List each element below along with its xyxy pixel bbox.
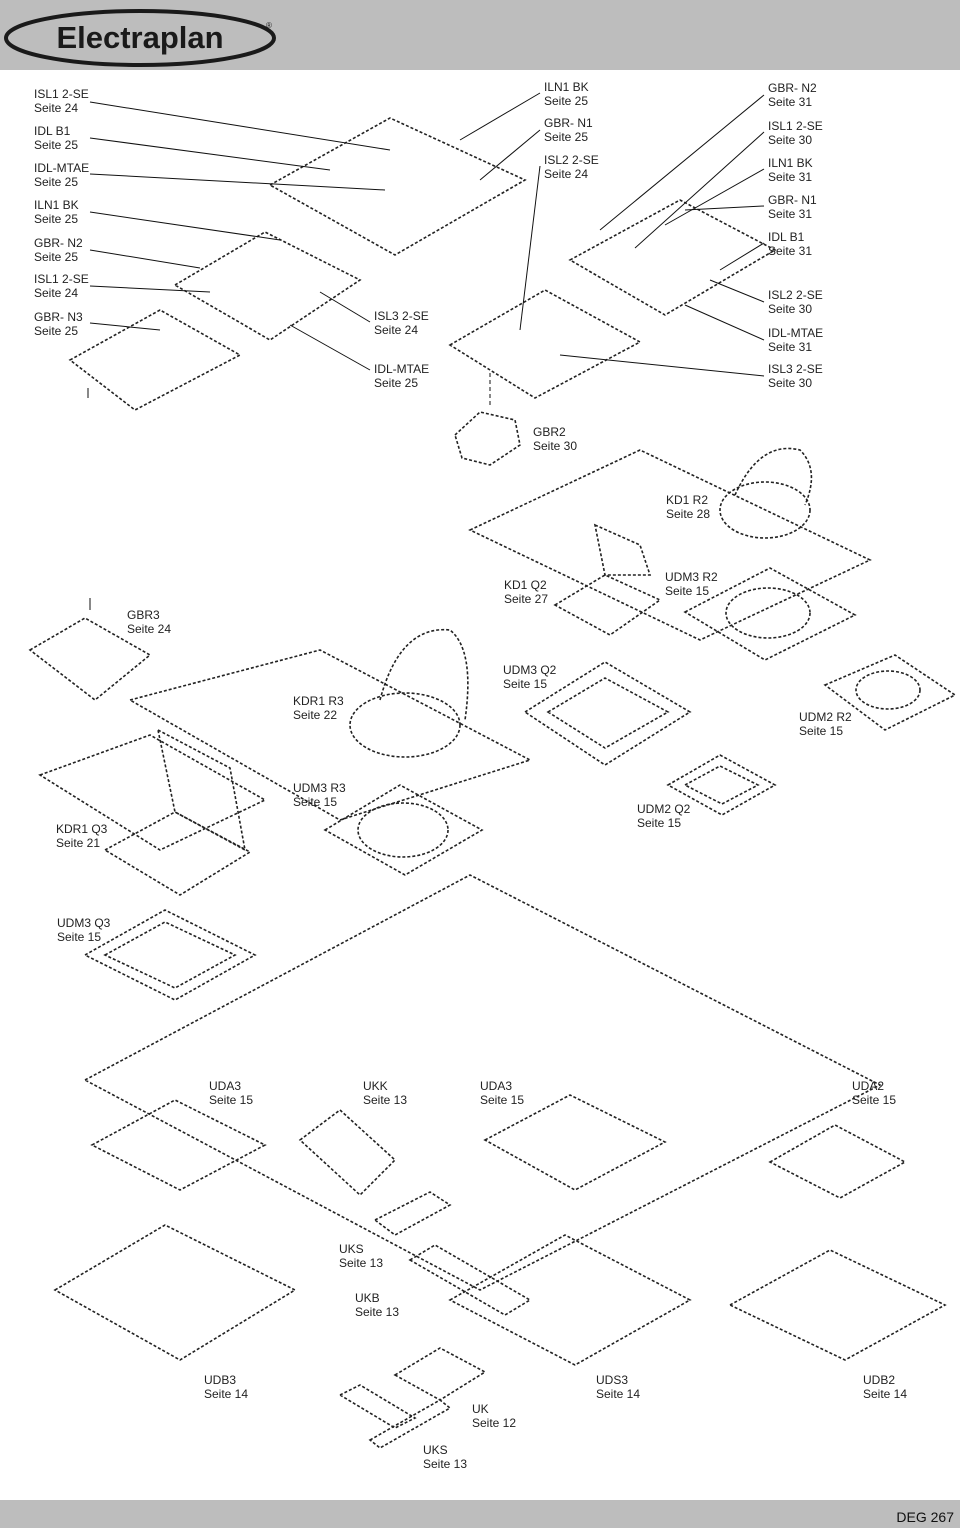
frame-large-middle: [127, 649, 533, 821]
udb2-box: [728, 1249, 947, 1361]
uks-upper: [373, 1191, 452, 1236]
udm3-q3-inner: [103, 921, 237, 989]
uds3-box: [448, 1234, 692, 1366]
brand-logo-text: Electraplan: [56, 20, 223, 55]
udm3-r3-frame: [323, 784, 484, 876]
frame-large-left: [38, 734, 267, 851]
uk-body: [393, 1347, 487, 1401]
brand-logo: Electraplan ®: [4, 9, 276, 67]
plate-right: [568, 199, 777, 316]
plate-center: [448, 289, 642, 399]
udm3-q3-frame: [83, 909, 257, 1001]
kd1-q2-lid: [593, 523, 652, 576]
ukb-body: [408, 1244, 532, 1316]
plate-left-small: [68, 309, 242, 411]
kdr1-q3-box: [103, 811, 252, 896]
brand-registered-mark: ®: [266, 21, 272, 30]
udm2-q2-frame: [666, 754, 777, 816]
footer-band: [0, 1500, 960, 1528]
document-code: DEG 267: [896, 1509, 954, 1525]
uda2-body: [768, 1124, 907, 1199]
kd1-r2-ring: [719, 481, 811, 539]
kd1-q2-frame: [553, 574, 662, 636]
udm2-q2-inner: [683, 765, 760, 805]
frame-large-bottom: [83, 874, 882, 1291]
udm2-r2-ring: [855, 670, 921, 710]
kd1-r2-lid: [734, 447, 813, 506]
udm2-r2-frame: [823, 654, 957, 731]
ukk-body: [298, 1108, 397, 1197]
udm3-r2-frame: [683, 567, 857, 661]
udm3-r2-ring: [725, 587, 811, 639]
udm3-r3-ring: [357, 802, 449, 858]
frame-large-upper: [468, 449, 872, 641]
gbr2-body: [454, 411, 521, 466]
kdr1-r3-lid: [379, 628, 469, 721]
udm3-q2-inner: [546, 677, 670, 749]
uks-bottom-rail: [368, 1399, 452, 1449]
uda3-right: [483, 1094, 667, 1191]
diagram-sheet: [30, 70, 960, 1500]
plate-top-big: [268, 117, 527, 256]
kdr1-r3-ring: [349, 692, 461, 758]
udb3-box: [53, 1224, 297, 1361]
uda3-left: [90, 1099, 267, 1191]
uks-lower: [338, 1384, 417, 1429]
udm3-q2-frame: [523, 661, 692, 766]
kdr1-q3-lid: [156, 728, 247, 852]
plate-left-mid: [173, 231, 362, 341]
gbr3-body: [28, 617, 152, 702]
